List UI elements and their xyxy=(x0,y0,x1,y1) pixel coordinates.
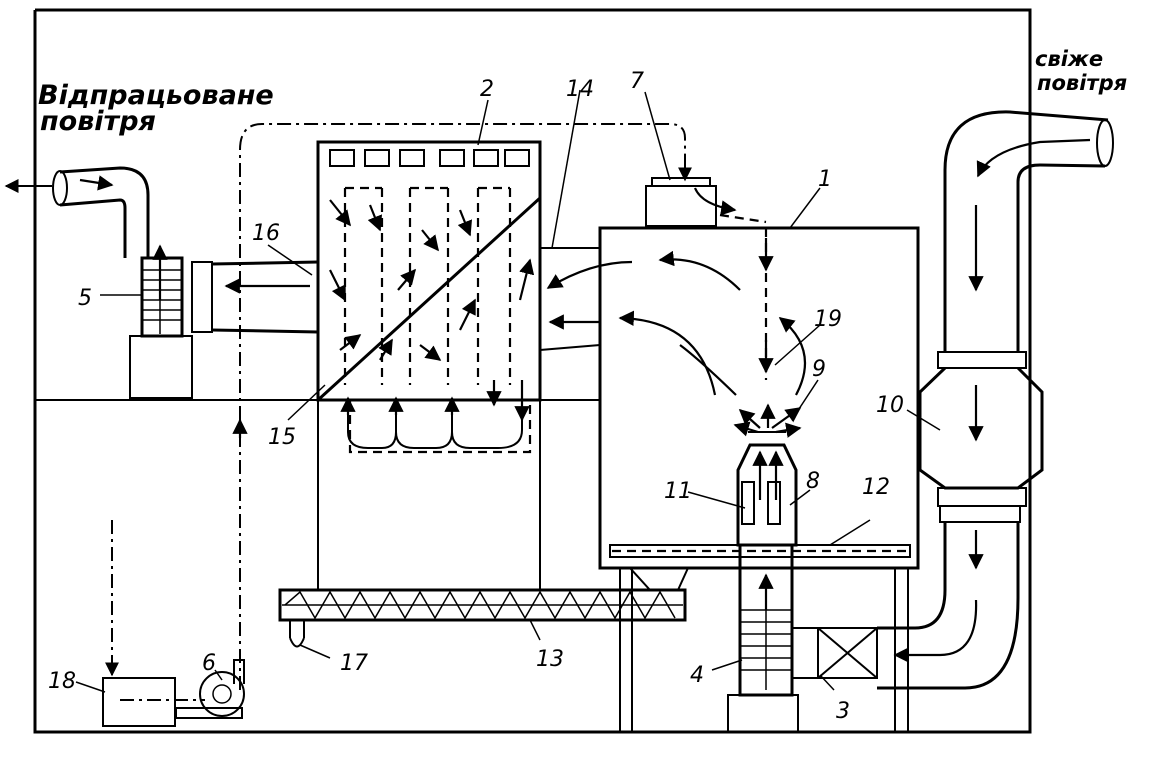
discharge-17 xyxy=(289,620,305,648)
callout-15: 15 xyxy=(268,425,296,450)
callout-17: 17 xyxy=(340,651,368,676)
exhaust-duct xyxy=(4,166,150,258)
outlet-duct-14 xyxy=(539,247,633,351)
air-distributor-8 xyxy=(736,443,798,547)
callout-2: 2 xyxy=(480,77,494,102)
callout-7: 7 xyxy=(630,69,644,94)
callout-16: 16 xyxy=(252,221,280,246)
callout-3: 3 xyxy=(836,699,850,724)
exhaust-air-label-line1: Відпрацьоване xyxy=(38,80,274,111)
screw-conveyor-13 xyxy=(278,588,687,622)
callout-14: 14 xyxy=(566,77,594,102)
bag-filter-2 xyxy=(316,140,542,590)
callout-6: 6 xyxy=(202,651,216,676)
callout-18: 18 xyxy=(48,669,76,694)
recirculation-loop xyxy=(105,123,692,701)
callout-13: 13 xyxy=(536,647,564,672)
callout-9: 9 xyxy=(812,357,826,382)
atomizer-9 xyxy=(733,403,802,438)
air-heater-4 xyxy=(727,543,799,733)
leader-lines xyxy=(75,89,941,693)
exhaust-fan-5 xyxy=(129,244,193,399)
callout-1: 1 xyxy=(818,167,832,192)
air-filter-10 xyxy=(918,351,1044,523)
tank-18 xyxy=(102,677,176,727)
perforated-grid-12 xyxy=(609,544,912,732)
drying-chamber-1 xyxy=(598,177,920,570)
damper-3 xyxy=(791,627,878,679)
exhaust-connector-duct-16 xyxy=(191,260,319,334)
callout-5: 5 xyxy=(78,286,92,311)
chamber-airflow xyxy=(618,228,807,396)
callout-11: 11 xyxy=(664,479,692,504)
callout-10: 10 xyxy=(876,393,904,418)
fresh-air-duct xyxy=(877,110,1114,690)
callout-19: 19 xyxy=(814,307,842,332)
fresh-air-label-line1: свіже xyxy=(1035,47,1103,71)
exhaust-air-label-line2: повітря xyxy=(40,106,156,137)
callout-12: 12 xyxy=(862,475,890,500)
fresh-air-label-line2: повітря xyxy=(1037,71,1127,95)
callout-4: 4 xyxy=(690,663,704,688)
callout-8: 8 xyxy=(806,469,820,494)
